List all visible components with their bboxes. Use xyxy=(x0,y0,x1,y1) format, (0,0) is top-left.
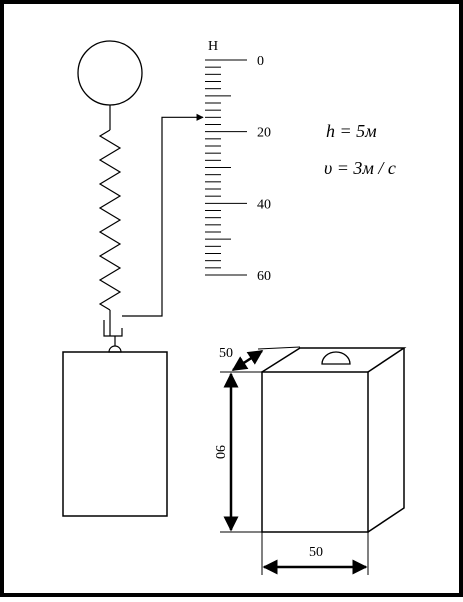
dim-depth-label: 50 xyxy=(219,346,233,361)
pointer-wire xyxy=(122,113,204,317)
scale-tick-label: 0 xyxy=(257,54,264,69)
hanging-block xyxy=(62,351,168,517)
scale-unit-label: Н xyxy=(208,39,218,54)
formula-height: h = 5м xyxy=(326,121,377,141)
spring-hook xyxy=(103,320,123,337)
box-handle xyxy=(321,351,351,365)
hook-loop xyxy=(108,345,122,353)
box-side-face xyxy=(367,348,405,533)
box-3d xyxy=(261,347,407,533)
scale-tick-label: 20 xyxy=(257,126,271,141)
scale-tick-label: 40 xyxy=(257,197,271,212)
ball xyxy=(77,40,143,106)
scale-tick-label: 60 xyxy=(257,269,271,284)
spring xyxy=(98,129,122,311)
dim-depth-ext xyxy=(257,346,301,350)
dynamometer-scale: Н 0 20 40 60 xyxy=(205,39,271,284)
dim-height-label: 90 xyxy=(212,445,227,459)
formula-velocity: υ = 3м / с xyxy=(324,158,396,178)
dim-depth-arrow xyxy=(231,349,264,372)
box-top-face xyxy=(261,347,407,373)
box-front-face xyxy=(261,371,369,533)
dim-width-label: 50 xyxy=(309,545,323,560)
